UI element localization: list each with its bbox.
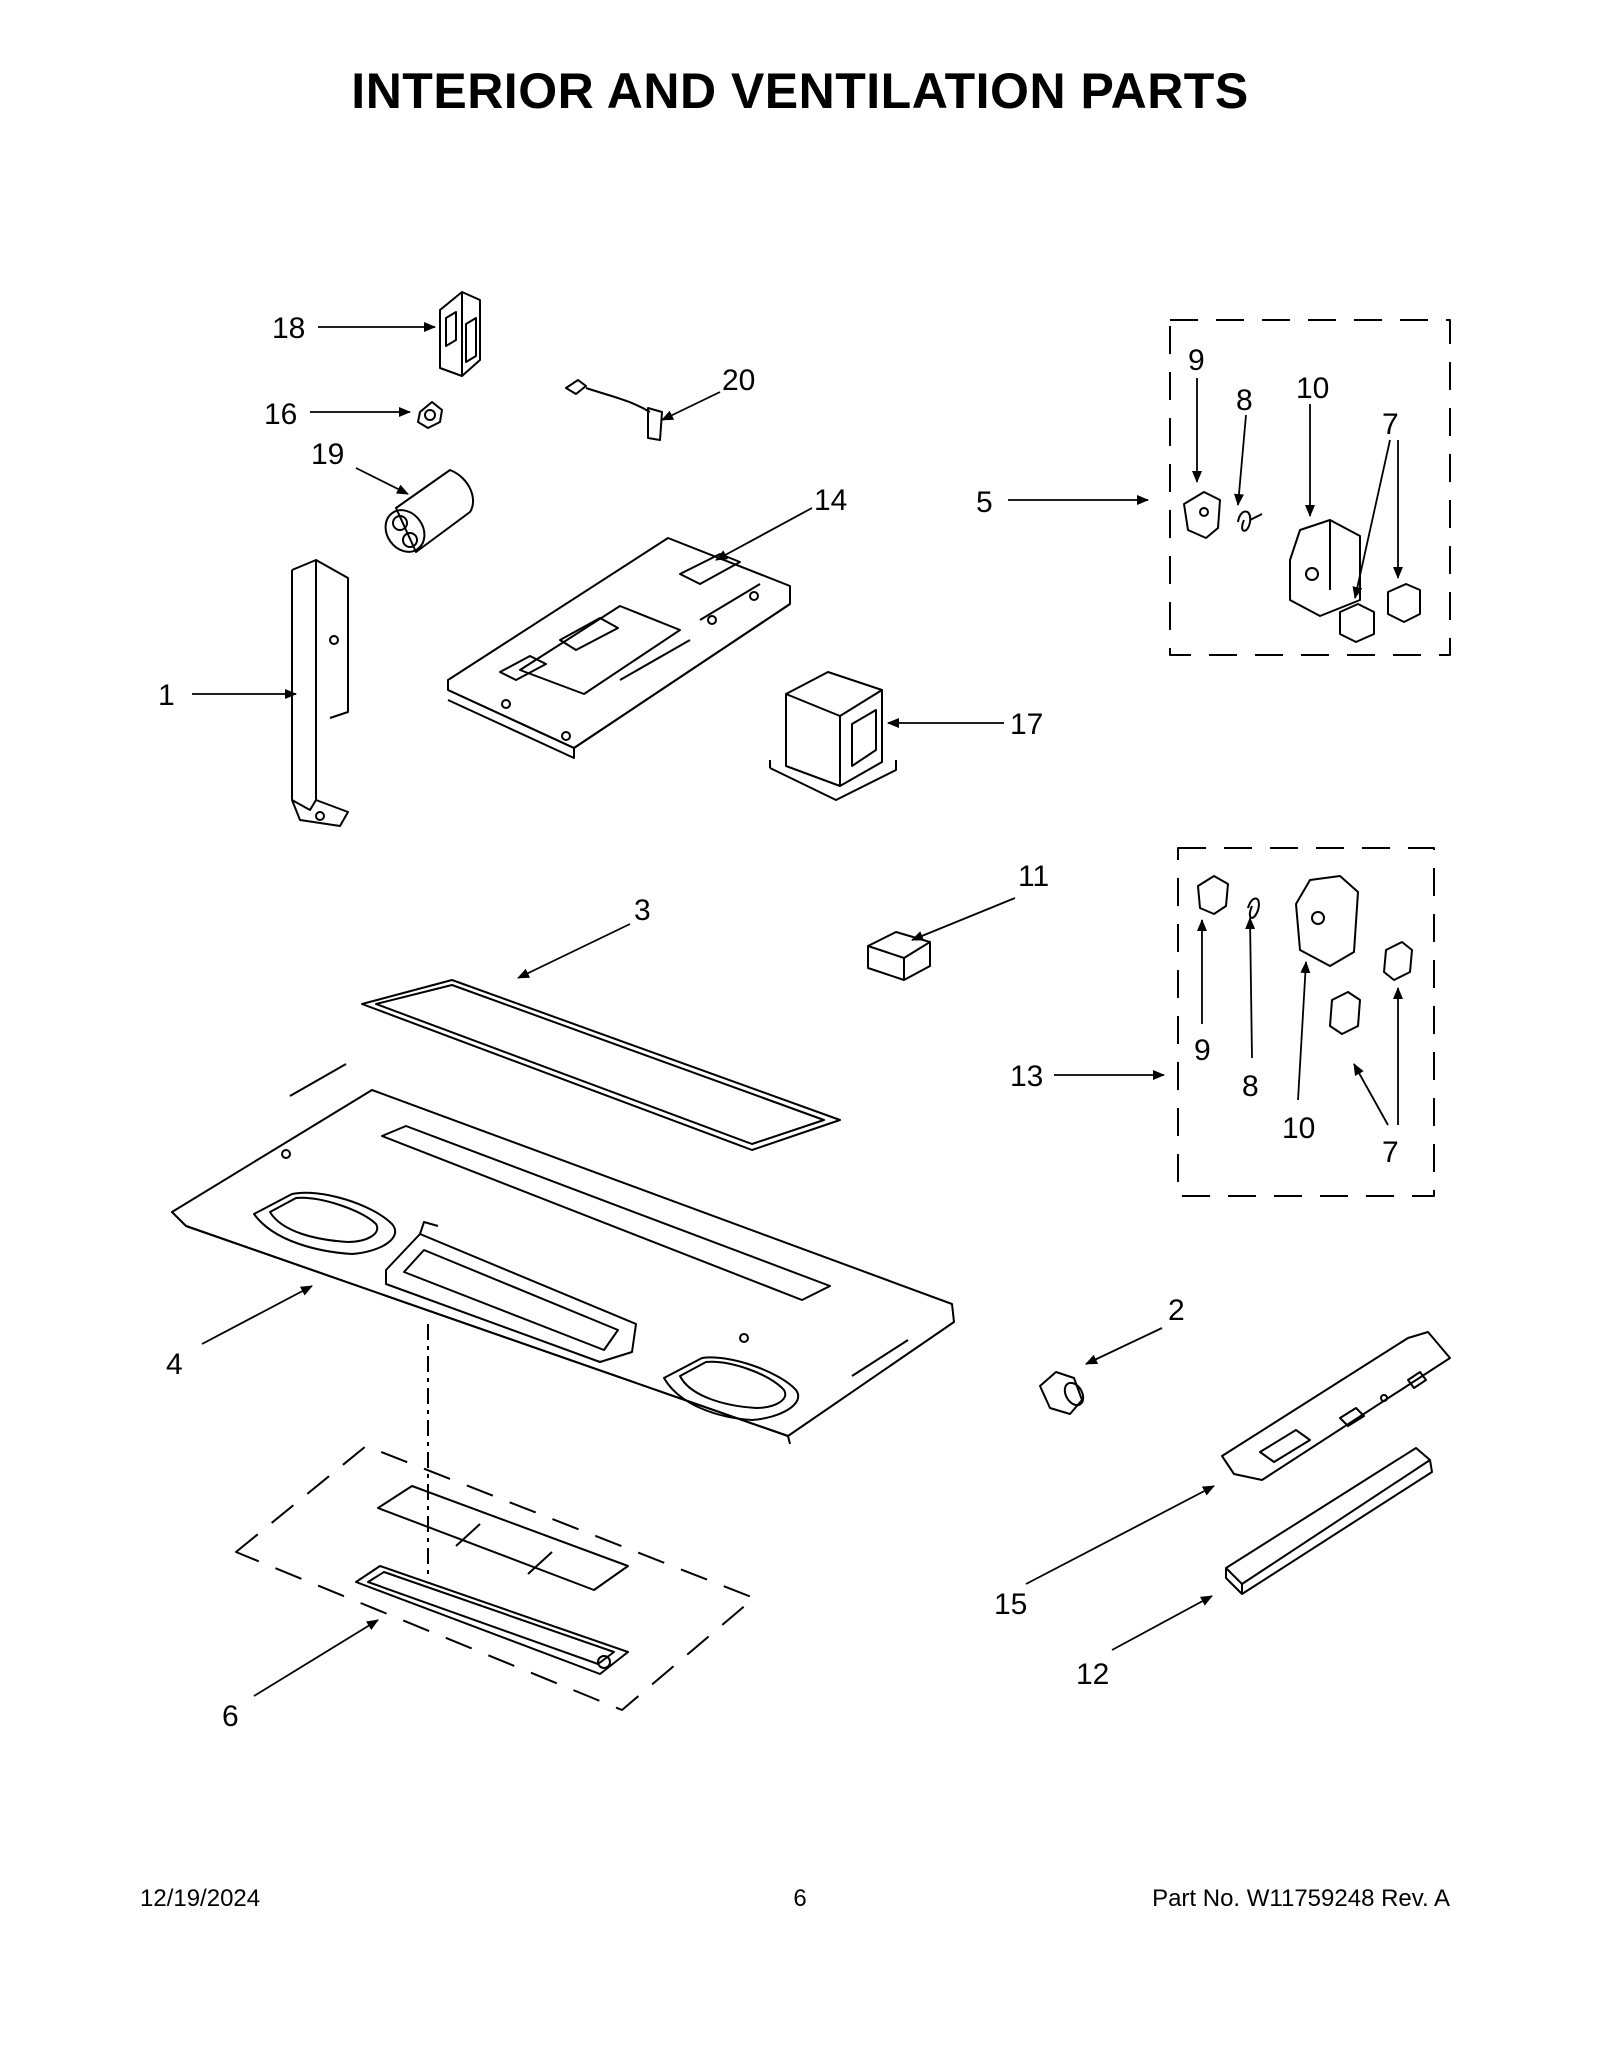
callout-7-mid: 7 bbox=[1382, 1136, 1399, 1169]
part-18-bracket bbox=[439, 291, 481, 377]
callout-9-mid: 9 bbox=[1194, 1034, 1211, 1067]
part-3-filter bbox=[361, 979, 841, 1151]
footer-part-number: Part No. W11759248 Rev. A bbox=[1152, 1885, 1450, 1912]
part-2-socket bbox=[1039, 1371, 1085, 1415]
part-20-wire bbox=[565, 379, 663, 441]
callout-8-mid: 8 bbox=[1242, 1070, 1259, 1103]
part-14-plate bbox=[447, 537, 791, 759]
part-13-interlock-group bbox=[1177, 847, 1435, 1197]
callout-14: 14 bbox=[814, 484, 847, 517]
callout-2: 2 bbox=[1168, 1294, 1185, 1327]
callout-4: 4 bbox=[166, 1348, 183, 1381]
callout-10-top: 10 bbox=[1296, 372, 1329, 405]
callout-11: 11 bbox=[1018, 860, 1049, 893]
callout-10-mid: 10 bbox=[1282, 1112, 1315, 1145]
part-17-transformer bbox=[769, 671, 897, 801]
callout-12: 12 bbox=[1076, 1658, 1109, 1691]
callout-16: 16 bbox=[264, 398, 297, 431]
callout-3: 3 bbox=[634, 894, 651, 927]
callout-19: 19 bbox=[311, 438, 344, 471]
callout-5: 5 bbox=[976, 486, 993, 519]
callout-13: 13 bbox=[1010, 1060, 1043, 1093]
part-6-grille-group bbox=[235, 1445, 755, 1711]
callout-20: 20 bbox=[722, 364, 755, 397]
callout-18: 18 bbox=[272, 312, 305, 345]
part-1-strap bbox=[291, 559, 349, 827]
part-19-capacitor bbox=[384, 469, 475, 553]
callout-8-top: 8 bbox=[1236, 384, 1253, 417]
callout-9-top: 9 bbox=[1188, 344, 1205, 377]
footer-page-number: 6 bbox=[793, 1885, 807, 1912]
callout-17: 17 bbox=[1010, 708, 1043, 741]
callout-7-top: 7 bbox=[1382, 408, 1399, 441]
part-12-strip bbox=[1225, 1447, 1433, 1595]
part-15-trim bbox=[1221, 1331, 1451, 1481]
callout-6: 6 bbox=[222, 1700, 239, 1733]
part-11-box bbox=[867, 931, 931, 981]
callout-1: 1 bbox=[158, 679, 175, 712]
part-16-clip bbox=[417, 401, 443, 429]
part-4-vent-plate bbox=[171, 1063, 955, 1445]
callout-15: 15 bbox=[994, 1588, 1027, 1621]
page-title: INTERIOR AND VENTILATION PARTS bbox=[351, 63, 1249, 119]
part-5-interlock-group bbox=[1169, 319, 1451, 656]
footer-date: 12/19/2024 bbox=[140, 1885, 261, 1912]
